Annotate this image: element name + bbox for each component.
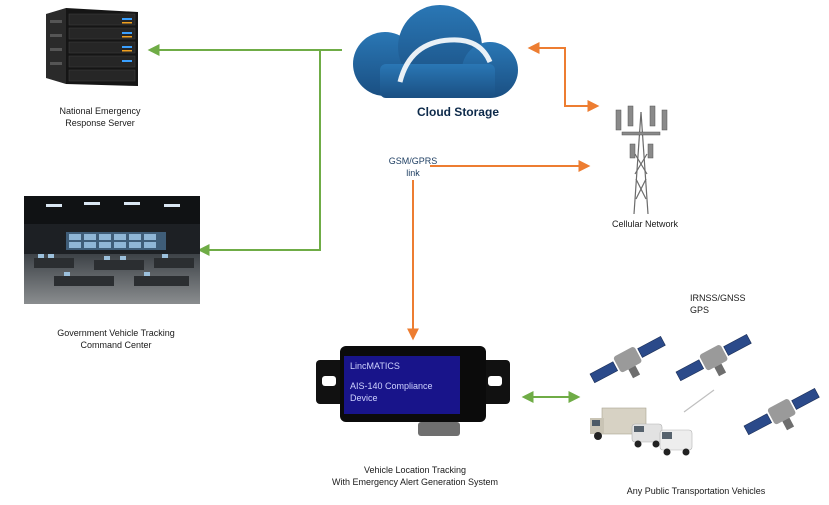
cellular-node (606, 104, 676, 216)
satellite-icon (743, 387, 820, 436)
control-room-image (24, 196, 200, 304)
server-rack-icon (46, 8, 138, 86)
command-center-label-line1: Government Vehicle Tracking (57, 328, 175, 338)
cloud-to-command-center-connector (197, 50, 321, 256)
device-label-line1: Vehicle Location Tracking (363, 465, 467, 475)
server-label-line1: National Emergency (59, 106, 141, 116)
gps-signal-line (683, 389, 715, 413)
cloud-label: Cloud Storage (416, 105, 499, 119)
cloud-node (340, 2, 530, 102)
device-brand: LincMATICS (350, 361, 400, 371)
van-icon (659, 429, 693, 456)
satellite-icon (675, 333, 752, 382)
command-center-label-line2: Command Center (80, 340, 152, 350)
gps-label: IRNSS/GNSS GPS (690, 292, 750, 316)
gps-label-line1: IRNSS/GNSS (690, 293, 746, 303)
device-screen: LincMATICS AIS-140 Compliance Device (350, 360, 460, 404)
device-label: Vehicle Location Tracking With Emergency… (300, 464, 530, 488)
device-label-line2: With Emergency Alert Generation System (331, 477, 499, 487)
cloud-tower-connector (527, 42, 600, 112)
tracking-device-icon (316, 346, 510, 436)
command-center-label: Government Vehicle Tracking Command Cent… (36, 327, 196, 351)
link-label: GSM/GPRS link (376, 155, 450, 179)
command-center-node (24, 196, 200, 304)
link-label-line1: GSM/GPRS (388, 156, 438, 166)
satellite-icon (589, 335, 666, 384)
server-label: National Emergency Response Server (30, 105, 170, 129)
device-node: LincMATICS AIS-140 Compliance Device (314, 346, 512, 438)
server-node (42, 6, 146, 86)
link-label-line2: link (406, 168, 420, 178)
cell-tower-icon (615, 105, 668, 215)
vehicles-group (590, 407, 693, 456)
vehicles-label: Any Public Transportation Vehicles (626, 486, 766, 496)
device-model-line1: AIS-140 Compliance (350, 381, 433, 391)
device-model-line2: Device (350, 393, 378, 403)
cloud-icon (353, 5, 518, 98)
server-label-line2: Response Server (65, 118, 135, 128)
gps-label-line2: GPS (690, 305, 710, 315)
van-icon (631, 423, 663, 448)
cellular-label: Cellular Network (611, 219, 679, 229)
